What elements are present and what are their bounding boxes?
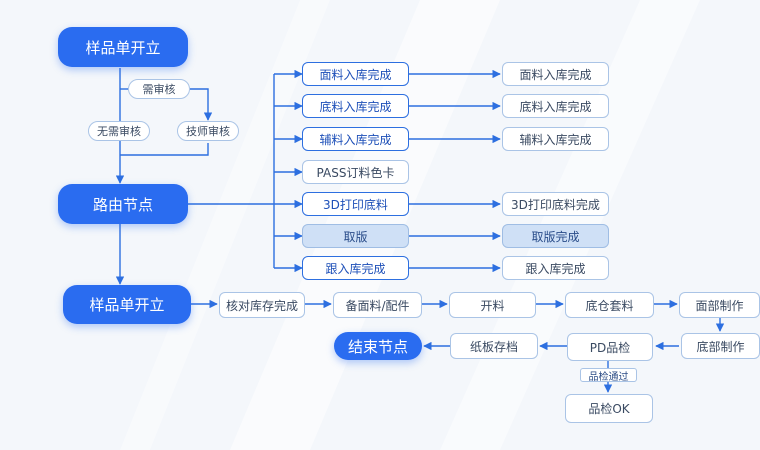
tech-review-node[interactable]: 技师审核 [177,121,239,141]
no-review-node[interactable]: 无需审核 [88,121,150,141]
archive-node[interactable]: 纸板存档 [450,333,538,359]
aux-in-node[interactable]: 辅料入库完成 [302,127,409,151]
take-plate-node[interactable]: 取版 [302,224,409,248]
base-in-done-node[interactable]: 底料入库完成 [502,94,609,118]
warehouse-kit-node[interactable]: 底仓套料 [565,292,654,318]
end-node[interactable]: 结束节点 [334,332,422,360]
start-node-second[interactable]: 样品单开立 [63,285,191,324]
prepare-materials-node[interactable]: 备面料/配件 [333,292,422,318]
follow-in-node[interactable]: 跟入库完成 [302,256,409,280]
follow-in-done-node[interactable]: 跟入库完成 [502,256,609,280]
pass-tag: 品检通过 [580,368,637,383]
stock-check-node[interactable]: 核对库存完成 [219,292,305,318]
bottom-making-node[interactable]: 底部制作 [681,333,760,359]
routing-node[interactable]: 路由节点 [58,184,188,224]
fabric-in-done-node[interactable]: 面料入库完成 [502,62,609,86]
pass-color-node[interactable]: PASS订料色卡 [302,160,409,184]
fabric-in-node[interactable]: 面料入库完成 [302,62,409,86]
aux-in-done-node[interactable]: 辅料入库完成 [502,127,609,151]
print-3d-done-node[interactable]: 3D打印底料完成 [502,192,609,216]
start-node-top[interactable]: 样品单开立 [58,27,188,67]
cutting-node[interactable]: 开料 [449,292,536,318]
print-3d-node[interactable]: 3D打印底料 [302,192,409,216]
qc-ok-node[interactable]: 品检OK [565,394,653,423]
base-in-node[interactable]: 底料入库完成 [302,94,409,118]
need-review-node[interactable]: 需审核 [128,79,190,99]
pd-inspect-node[interactable]: PD品检 [567,333,653,361]
upper-making-node[interactable]: 面部制作 [679,292,760,318]
take-plate-done-node[interactable]: 取版完成 [502,224,609,248]
